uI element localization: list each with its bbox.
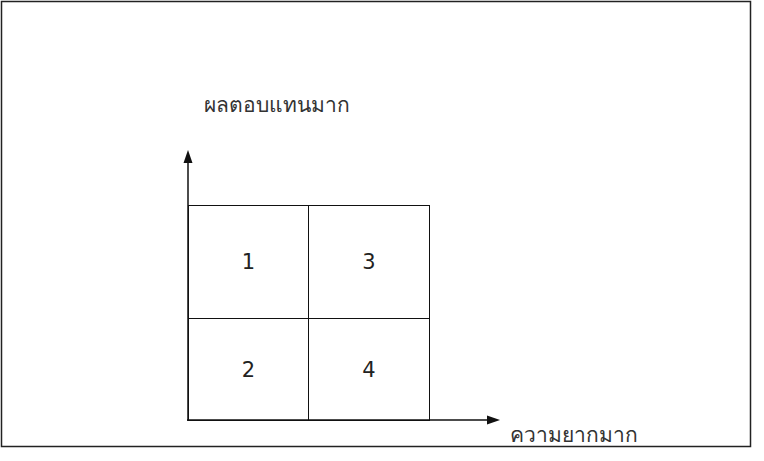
y-arrowhead bbox=[184, 150, 193, 163]
outer-frame bbox=[2, 2, 751, 447]
quadrant-number: 1 bbox=[242, 250, 255, 274]
quadrant-number: 2 bbox=[242, 358, 255, 382]
quadrant-number: 4 bbox=[362, 358, 375, 382]
x-arrowhead bbox=[487, 416, 500, 425]
matrix-cell: 4 bbox=[308, 318, 430, 421]
x-axis-title: ความยากมาก bbox=[510, 418, 638, 451]
matrix-cell: 3 bbox=[308, 205, 430, 319]
matrix-cell: 2 bbox=[188, 318, 309, 421]
matrix-cell: 1 bbox=[188, 205, 309, 319]
quadrant-number: 3 bbox=[362, 250, 375, 274]
y-axis-title: ผลตอบแทนมาก bbox=[204, 88, 350, 121]
